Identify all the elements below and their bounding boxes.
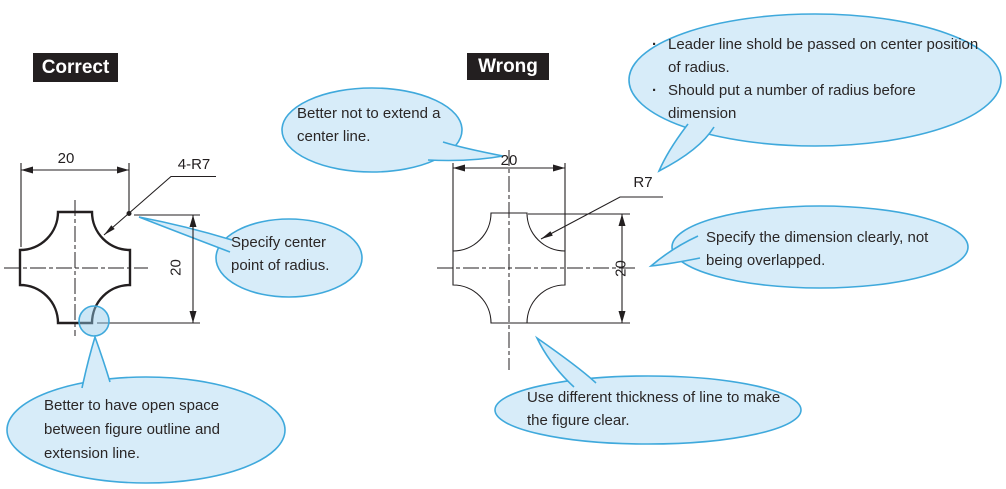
wrong-width-dimension-text: 20 <box>500 152 518 169</box>
leader-rule-1-text: Leader line shold be passed on center po… <box>668 36 979 76</box>
correct-figure-drawing <box>4 163 216 337</box>
callout-open-space-text: Better to have open space between figure… <box>44 397 220 462</box>
callout-center-point-bubble <box>138 216 363 298</box>
wrong-height-dimension-text: 20 <box>612 260 630 277</box>
bullet-glyph: · <box>652 82 657 99</box>
callout-leader-rules-bubble <box>628 13 1002 173</box>
callout-dimension-clear-text: Specify the dimension clearly, not being… <box>706 229 929 269</box>
callout-center-point-text: Specify center point of radius. <box>231 234 330 274</box>
callout-leader-rules-text: · Leader line shold be passed on center … <box>652 33 982 125</box>
correct-part-outline <box>18 210 132 325</box>
leader-rule-2-text: Should put a number of radius before dim… <box>668 82 916 122</box>
correct-label: Correct <box>33 53 118 82</box>
callout-line-thickness-text: Use different thickness of line to make … <box>527 389 781 429</box>
callout-no-extend-centerline-text: Better not to extend a center line. <box>297 105 441 145</box>
leader-rule-item-2: · Should put a number of radius before d… <box>652 79 982 125</box>
radius-center-point-dot <box>126 211 132 216</box>
callout-no-extend-centerline-bubble <box>281 87 504 173</box>
callout-open-space-bubble <box>6 334 286 484</box>
wrong-label: Wrong <box>467 53 549 80</box>
wrong-radius-leader-line <box>540 196 663 240</box>
bullet-glyph: · <box>652 36 657 53</box>
correct-height-dimension-text: 20 <box>167 259 185 276</box>
callout-line-thickness-bubble <box>494 335 802 445</box>
open-space-highlight-circle <box>78 305 110 337</box>
wrong-figure-drawing <box>437 150 663 370</box>
correct-width-dimension-text: 20 <box>57 150 75 167</box>
correct-radius-leader-line <box>103 175 216 236</box>
correct-radius-label: 4-R7 <box>177 156 211 173</box>
leader-rule-item-1: · Leader line shold be passed on center … <box>652 33 982 79</box>
wrong-radius-label: R7 <box>633 174 653 191</box>
callout-dimension-clear-bubble <box>648 205 969 289</box>
